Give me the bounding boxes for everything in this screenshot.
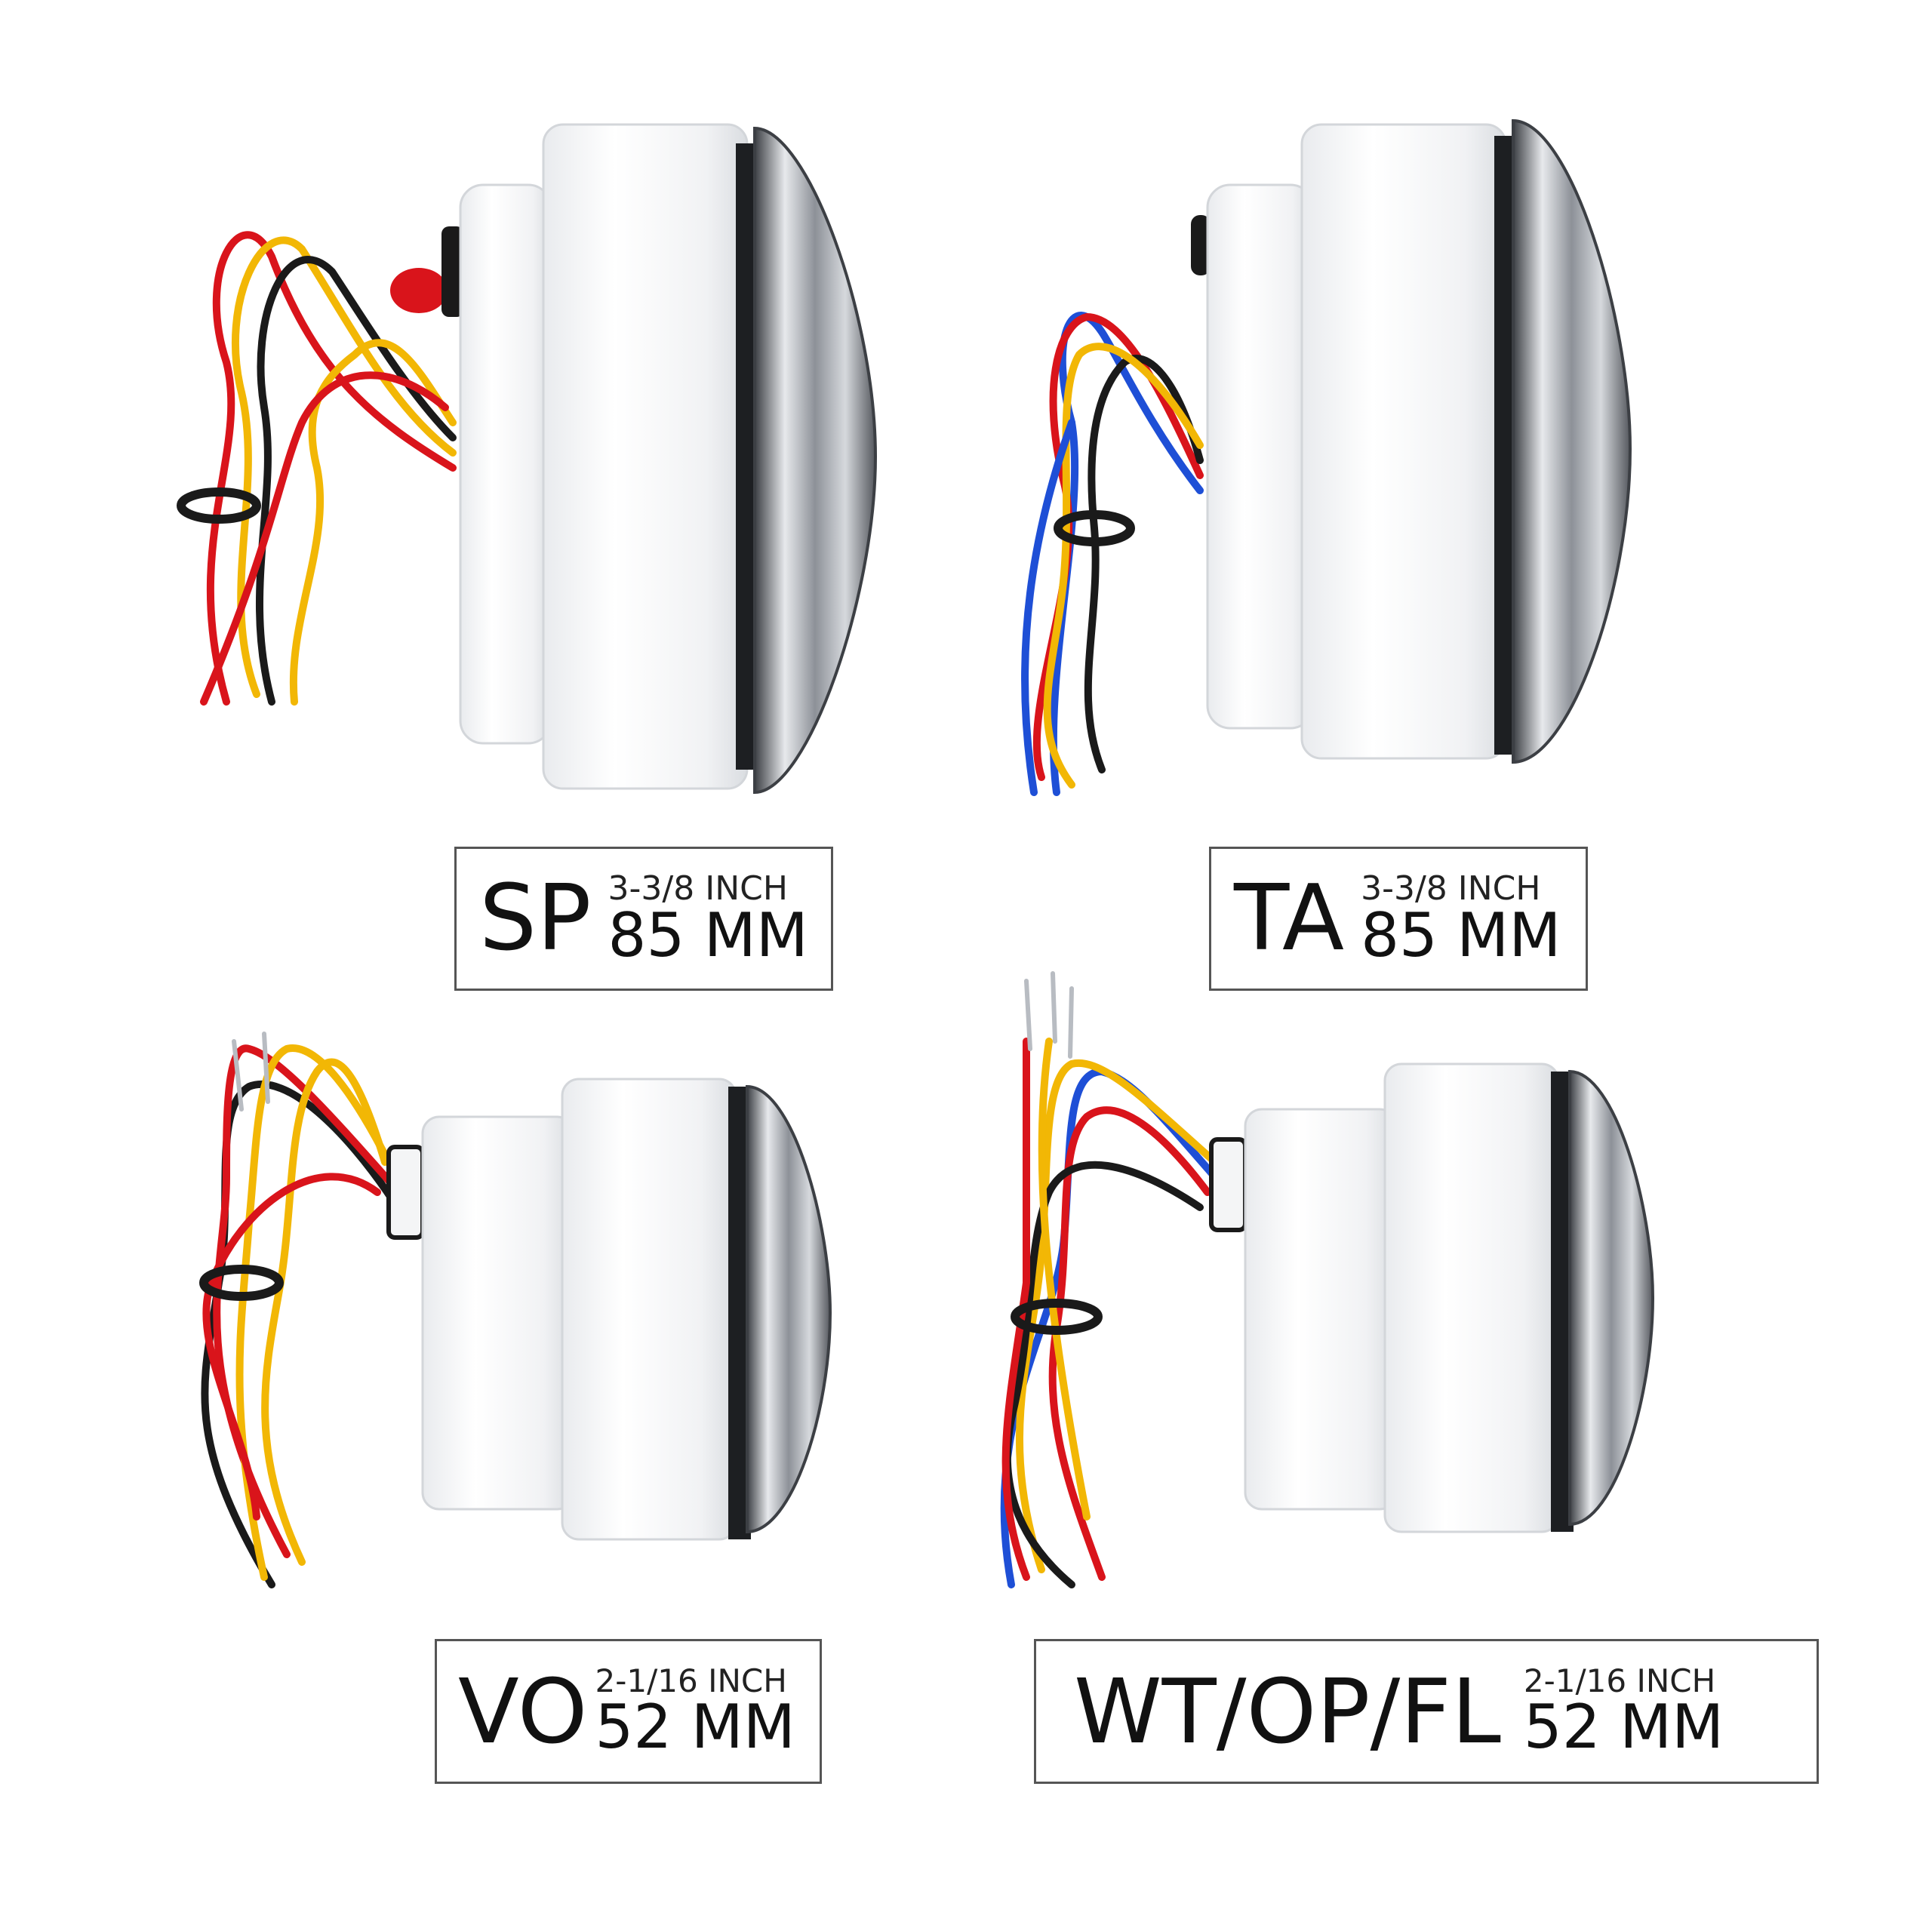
housing-back-vo	[421, 1115, 575, 1511]
label-vo-mm: 52 MM	[595, 1692, 795, 1762]
bezel-sp	[753, 126, 878, 795]
gauge-wt	[1000, 971, 1655, 1588]
gauge-vo	[199, 1032, 832, 1588]
housing-wt	[1383, 1062, 1560, 1533]
housing-ta	[1300, 123, 1507, 760]
label-wt-inch: 2-1/16 INCH	[1523, 1662, 1716, 1699]
wires-wt	[1000, 971, 1219, 1588]
red-button-sp	[390, 268, 448, 313]
bezel-wt	[1568, 1069, 1655, 1527]
label-wt-code: WT/OP/FL	[1074, 1659, 1501, 1763]
housing-vo	[561, 1078, 737, 1541]
wires-sp	[177, 231, 457, 706]
housing-back-sp	[459, 183, 552, 745]
wires-ta	[1021, 312, 1204, 796]
housing-sp	[542, 123, 749, 790]
bezel-vo	[746, 1084, 832, 1534]
housing-back-ta	[1206, 183, 1315, 730]
label-wt-mm: 52 MM	[1523, 1692, 1724, 1762]
bezel-ta	[1512, 118, 1632, 764]
label-sp: SP 3-3/8 INCH 85 MM	[454, 847, 833, 991]
gauge-ta	[1021, 118, 1632, 796]
label-vo: VO 2-1/16 INCH 52 MM	[435, 1639, 822, 1784]
label-sp-code: SP	[479, 866, 592, 971]
gauge-sp	[177, 123, 878, 795]
label-ta-mm: 85 MM	[1361, 899, 1561, 970]
label-vo-code: VO	[458, 1659, 588, 1763]
label-ta: TA 3-3/8 INCH 85 MM	[1209, 847, 1588, 991]
label-sp-inch: 3-3/8 INCH	[608, 869, 788, 908]
label-ta-inch: 3-3/8 INCH	[1361, 869, 1541, 908]
connector-wt	[1209, 1137, 1247, 1232]
label-sp-mm: 85 MM	[608, 899, 808, 970]
label-ta-code: TA	[1234, 866, 1345, 971]
connector-vo	[386, 1145, 425, 1240]
label-wt: WT/OP/FL 2-1/16 INCH 52 MM	[1034, 1639, 1819, 1784]
housing-back-wt	[1244, 1108, 1398, 1511]
label-vo-inch: 2-1/16 INCH	[595, 1662, 787, 1699]
wires-vo	[199, 1032, 396, 1588]
